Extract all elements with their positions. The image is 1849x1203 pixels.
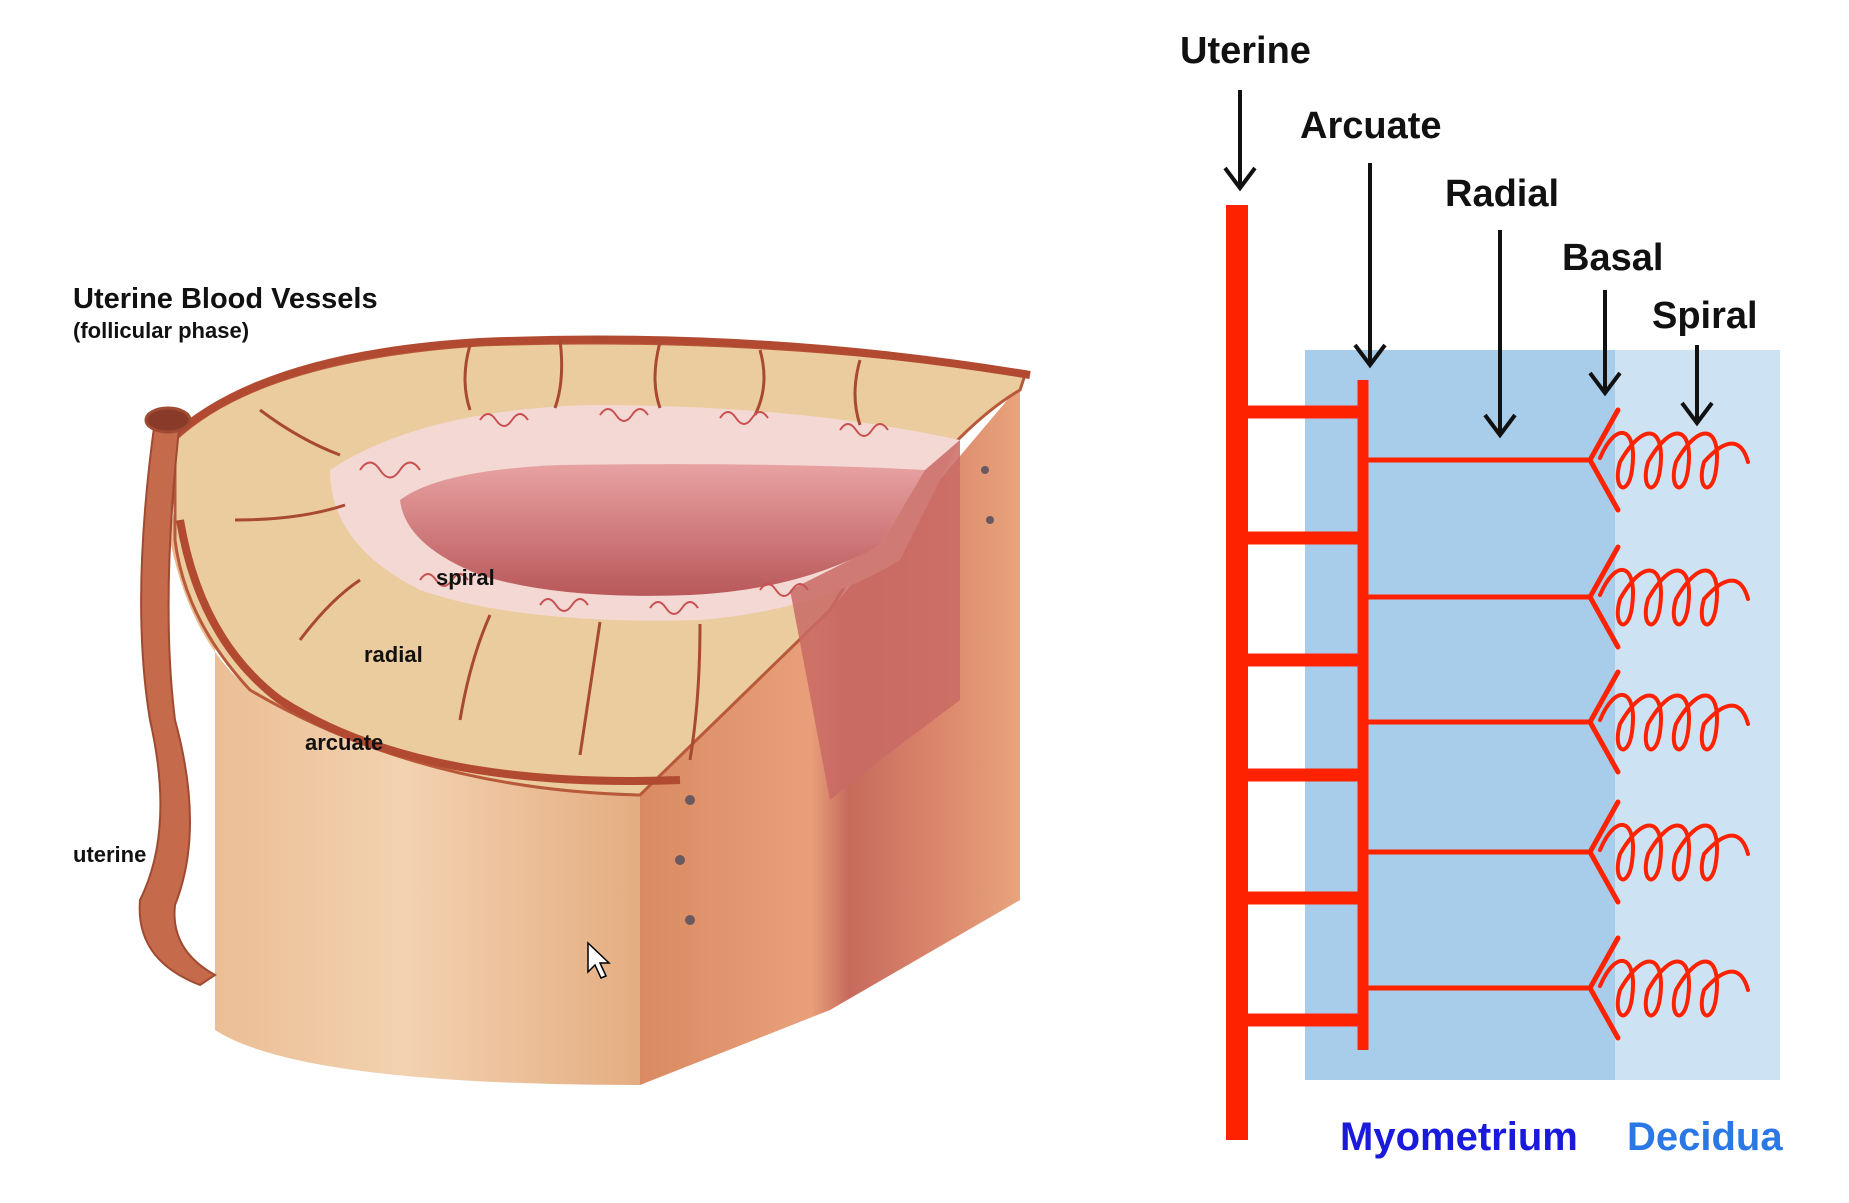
arcuate-artery-top	[167, 335, 1031, 443]
label-radial-vessel: Radial	[1445, 173, 1560, 215]
uterine-artery-illustration	[138, 419, 217, 987]
label-basal-vessel: Basal	[1562, 237, 1664, 279]
decidua-region	[1615, 350, 1780, 1080]
basal-fork	[1587, 799, 1621, 905]
cursor-arrow-icon	[587, 941, 611, 979]
outer-wall-face	[170, 460, 640, 1085]
illustration-subtitle: (follicular phase)	[73, 318, 250, 343]
label-arcuate: arcuate	[305, 730, 384, 755]
label-decidua: Decidua	[1627, 1115, 1783, 1159]
spiral-coil	[1598, 567, 1750, 627]
basal-fork	[1587, 407, 1621, 513]
arcuate-artery-front	[176, 519, 681, 785]
spiral-coil	[1598, 430, 1750, 490]
uterine-artery-opening	[144, 406, 192, 434]
label-spiral: spiral	[436, 565, 495, 590]
label-uterine-vessel: Uterine	[1180, 30, 1311, 72]
label-uterine: uterine	[73, 842, 147, 867]
illustration-title: Uterine Blood Vessels	[73, 283, 378, 315]
cavity-wall	[790, 440, 960, 800]
spiral-coil	[1598, 692, 1750, 752]
vessel-schematic	[1223, 90, 1780, 1140]
myometrium-region	[1305, 350, 1615, 1080]
label-radial: radial	[364, 642, 423, 667]
uterine-wall-illustration	[138, 335, 1031, 1085]
uterine-cavity	[400, 464, 925, 596]
basal-fork	[1587, 935, 1621, 1041]
label-arcuate-vessel: Arcuate	[1300, 105, 1442, 147]
basal-fork	[1587, 669, 1621, 775]
label-myometrium: Myometrium	[1340, 1115, 1578, 1159]
basal-fork	[1587, 544, 1621, 650]
spiral-coil	[1598, 958, 1750, 1018]
spiral-coil	[1598, 822, 1750, 882]
label-spiral-vessel: Spiral	[1652, 295, 1758, 337]
